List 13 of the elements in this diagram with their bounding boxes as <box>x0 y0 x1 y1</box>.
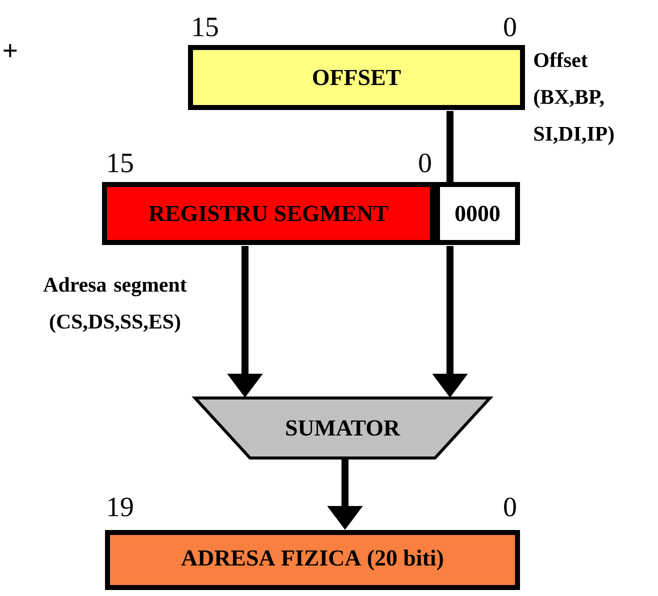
plus-sign: + <box>4 44 17 58</box>
bit-number: 19 <box>108 498 133 516</box>
bit-number: 15 <box>108 154 133 172</box>
register-note: Offset (BX,BP, SI,DI,IP) <box>534 52 614 146</box>
offset-box: OFFSET <box>188 45 525 110</box>
bit-number: 0 <box>419 154 431 172</box>
segment-register-box: REGISTRU SEGMENT <box>102 182 435 245</box>
register-note: Adresa segment (CS,DS,SS,ES) <box>43 277 187 333</box>
zero-bits-box: 0000 <box>435 182 520 245</box>
physical-address-box: ADRESA FIZICA (20 biti) <box>105 530 520 590</box>
bit-number: 0 <box>504 498 516 516</box>
bit-number: 15 <box>194 18 218 36</box>
bit-number: 0 <box>504 18 516 36</box>
